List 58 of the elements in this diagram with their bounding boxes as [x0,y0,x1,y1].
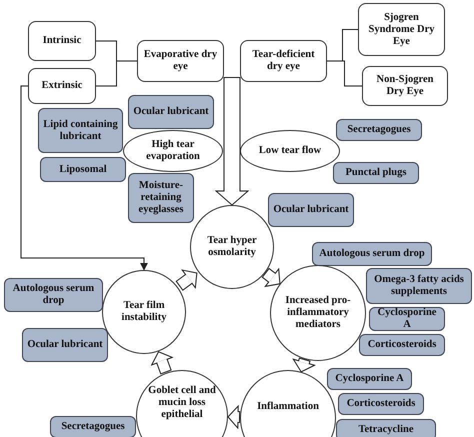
treatment-box [38,108,123,153]
node-label: Ocular lubricant [273,204,349,216]
node-label: Low tear flow [258,145,322,157]
treatment-box [338,393,424,415]
node-label: Corticosteroids [346,398,416,410]
treatment-box [50,416,136,437]
node-label: Ocular lubricant [27,339,103,351]
treatment-box [336,419,436,437]
node-label: Tear-deficient dry eye [251,49,316,73]
node-label: Goblet cell and mucin loss epithelial [147,385,217,421]
node-label: Inflammation [257,401,319,413]
treatment-box [4,278,103,312]
node-label: Extrinsic [42,80,82,92]
category-box [28,21,96,61]
node-label: Corticosteroids [368,339,436,351]
category-box [28,68,96,104]
node-label: Sjogren Syndrome Dry Eye [367,12,436,48]
node-label: Liposomal [59,164,107,176]
treatment-box [327,368,412,390]
node-label: Lipid containing lubricant [43,118,118,142]
category-box [137,40,224,82]
treatment-box [22,328,108,362]
node-label: High tear evaporation [145,139,201,163]
treatment-box [366,268,472,304]
category-box [240,40,327,82]
node-label: Cyclosporine A [335,373,404,385]
node-label: Autologous serum drop [12,283,96,307]
treatment-box [268,193,354,227]
node-label: Punctal plugs [346,167,406,179]
arrow [20,86,148,271]
process-ellipse [240,130,340,172]
process-ellipse [123,130,223,172]
treatment-box [359,334,445,356]
treatment-box [336,119,422,141]
node-label: Autologous serum drop [319,248,425,260]
treatment-box [40,157,126,182]
category-box [362,66,448,106]
node-label: Tear film instability [120,300,168,324]
node-label: Intrinsic [42,35,82,47]
node-label: Increased pro-inflammatory mediators [284,295,352,331]
node-label: Non-Sjogren Dry Eye [376,74,434,98]
connector-line [96,60,138,86]
treatment-box [333,162,419,184]
node-label: Tear hyper osmolarity [206,235,258,259]
category-box [358,3,445,56]
node-label: Evaporative dry eye [142,49,218,73]
treatment-box [128,173,194,223]
node-label: Omega-3 fatty acids supplements [373,274,465,298]
node-label: Secretagogues [61,421,125,433]
connector-line [326,60,362,86]
treatment-box [369,307,445,331]
node-label: Secretagogues [347,124,411,136]
node-label: Ocular lubricant [133,106,209,118]
treatment-box [312,242,432,266]
node-label: Tetracycline [358,424,414,436]
node-label: Moisture-retaining eyeglasses [138,180,184,216]
treatment-box [128,95,214,129]
node-label: Cyclosporine A [376,307,438,331]
